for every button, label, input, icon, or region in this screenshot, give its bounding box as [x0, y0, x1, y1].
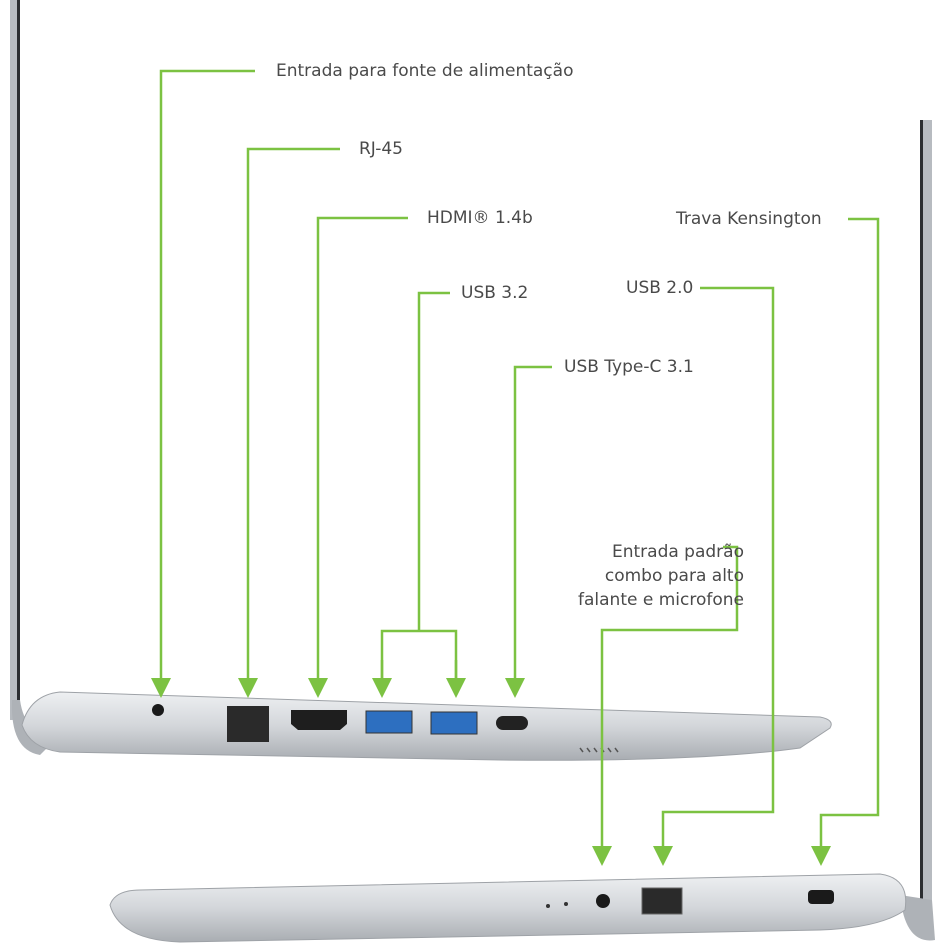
laptop-right-side: [109, 873, 907, 943]
rj45-port: [227, 706, 269, 742]
left-laptop-lid: [10, 0, 55, 755]
label-rj45: RJ-45: [359, 139, 403, 159]
callout-lines: [151, 69, 880, 866]
label-usb20: USB 2.0: [626, 278, 694, 298]
usb20-port: [641, 887, 683, 915]
kensington-slot: [808, 890, 834, 904]
label-power-input: Entrada para fonte de alimentação: [276, 61, 574, 81]
label-usb32: USB 3.2: [461, 283, 529, 303]
hdmi-port: [291, 710, 347, 730]
usb32-port-1: [365, 710, 413, 734]
power-jack: [152, 704, 164, 716]
label-audio-line2: combo para alto: [604, 566, 744, 586]
audio-jack: [596, 894, 610, 908]
right-laptop-lid: [900, 120, 935, 941]
label-kensington: Trava Kensington: [676, 209, 822, 229]
label-audio-line3: falante e microfone: [578, 590, 744, 610]
label-hdmi: HDMI® 1.4b: [427, 208, 533, 228]
laptop-left-side: [21, 691, 832, 761]
usbc-port: [496, 716, 528, 730]
label-usbc: USB Type-C 3.1: [564, 357, 694, 377]
label-audio-line1: Entrada padrão: [611, 542, 744, 562]
usb32-port-2: [430, 711, 478, 735]
